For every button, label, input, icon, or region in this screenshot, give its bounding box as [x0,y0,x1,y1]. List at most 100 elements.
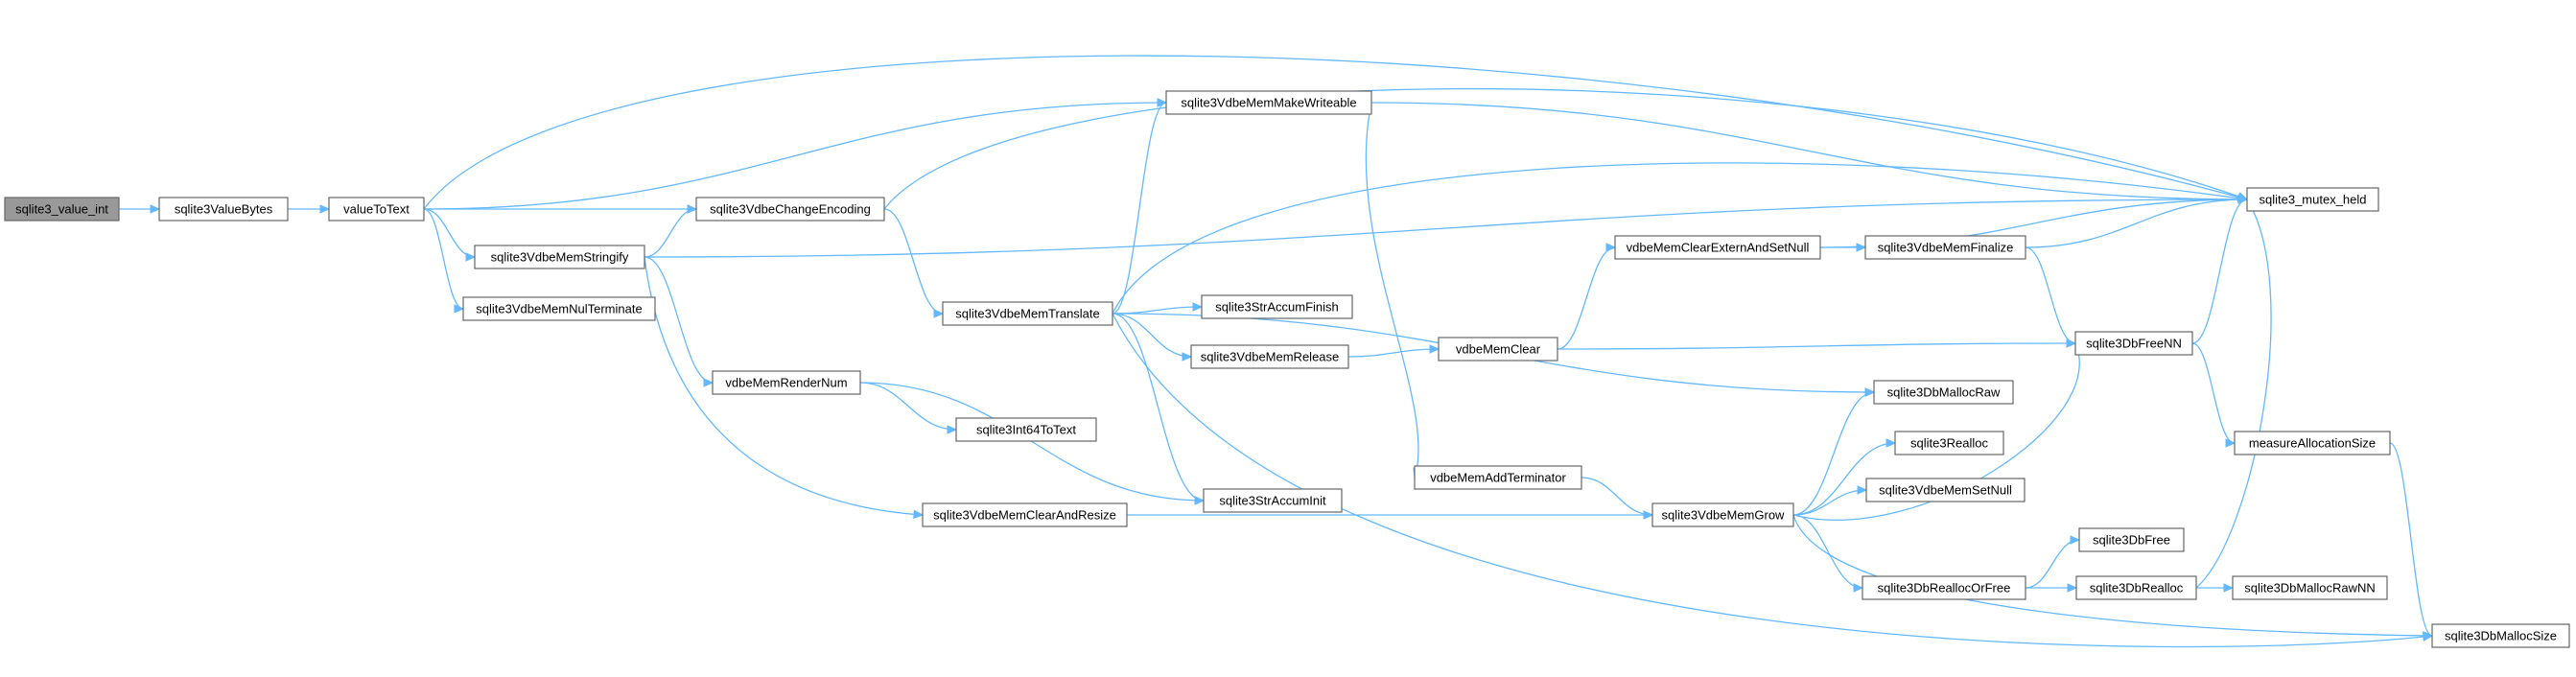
edge-line [2191,342,2236,444]
node-sqlite3DbMallocRawNN[interactable]: sqlite3DbMallocRawNN [2232,575,2388,600]
node-sqlite3Realloc[interactable]: sqlite3Realloc [1894,431,2004,455]
node-box[interactable] [462,296,656,321]
node-box[interactable] [2234,431,2391,455]
node-box[interactable] [1190,344,1349,369]
edge-line [1792,514,1863,589]
node-vdbeMemClear[interactable]: vdbeMemClear [1438,337,1558,362]
node-box[interactable] [695,197,885,222]
edge-sqlite3VdbeChangeEncoding-to-sqlite3VdbeMemTranslate [883,208,945,318]
edge-line [1112,306,1203,315]
node-box[interactable] [1203,488,1343,513]
node-label: sqlite3DbMallocRaw [1887,385,2001,399]
node-box[interactable] [474,245,645,269]
node-sqlite3StrAccumFinish[interactable]: sqlite3StrAccumFinish [1201,294,1353,319]
node-box[interactable] [4,197,120,222]
node-label: sqlite3_value_int [15,201,108,216]
node-box[interactable] [955,417,1097,442]
edge-measureAllocationSize-to-sqlite3DbMallocSize [2389,442,2434,641]
edge-sqlite3VdbeMemFinalize-to-sqlite3_mutex_held [2025,195,2249,248]
edge-line [2025,539,2080,589]
edge-line [1365,102,1419,479]
edge-sqlite3VdbeMemGrow-to-sqlite3Realloc [1792,438,1897,516]
node-sqlite3VdbeMemGrow[interactable]: sqlite3VdbeMemGrow [1651,502,1794,527]
edge-sqlite3DbReallocOrFree-to-sqlite3DbRealloc [2026,583,2078,593]
node-vdbeMemRenderNum[interactable]: vdbeMemRenderNum [712,370,861,395]
node-box[interactable] [922,502,1128,527]
edge-sqlite3VdbeMemFinalize-to-sqlite3DbFreeNN [2025,246,2077,348]
edge-line [1557,246,1616,350]
edge-line [1581,477,1653,516]
node-sqlite3VdbeMemFinalize[interactable]: sqlite3VdbeMemFinalize [1864,235,2026,260]
edge-line [1112,313,1205,502]
node-box[interactable] [1651,502,1794,527]
edge-sqlite3ValueBytes-to-valueToText [288,204,331,214]
node-vdbeMemClearExternAndSetNull[interactable]: vdbeMemClearExternAndSetNull [1614,235,1821,260]
node-vdbeMemAddTerminator[interactable]: vdbeMemAddTerminator [1414,465,1582,490]
node-sqlite3DbReallocOrFree[interactable]: sqlite3DbReallocOrFree [1862,575,2026,600]
node-measureAllocationSize[interactable]: measureAllocationSize [2234,431,2391,455]
node-label: vdbeMemClear [1456,341,1541,356]
edge-sqlite3VdbeMemRelease-to-vdbeMemClear [1347,344,1440,358]
node-box[interactable] [1864,235,2026,260]
node-label: valueToText [343,201,410,216]
node-sqlite3VdbeMemNulTerminate[interactable]: sqlite3VdbeMemNulTerminate [462,296,656,321]
node-box[interactable] [2246,187,2379,212]
node-box[interactable] [2431,623,2570,648]
node-box[interactable] [1201,294,1353,319]
node-box[interactable] [1865,478,2026,502]
node-label: sqlite3ValueBytes [175,201,273,216]
node-sqlite3VdbeMemRelease[interactable]: sqlite3VdbeMemRelease [1190,344,1349,369]
node-box[interactable] [1414,465,1582,490]
node-sqlite3StrAccumInit[interactable]: sqlite3StrAccumInit [1203,488,1343,513]
node-sqlite3VdbeMemStringify[interactable]: sqlite3VdbeMemStringify [474,245,645,269]
node-box[interactable] [942,301,1113,326]
node-sqlite3DbFree[interactable]: sqlite3DbFree [2078,527,2185,552]
edge-vdbeMemClearExternAndSetNull-to-sqlite3VdbeMemFinalize [1819,243,1867,252]
node-label: vdbeMemRenderNum [725,375,847,389]
node-box[interactable] [1614,235,1821,260]
node-box[interactable] [1165,90,1372,115]
node-sqlite3ValueBytes[interactable]: sqlite3ValueBytes [158,197,289,222]
edge-line [1792,391,1875,516]
node-sqlite3VdbeMemTranslate[interactable]: sqlite3VdbeMemTranslate [942,301,1113,326]
edge-line [1792,514,2433,637]
node-sqlite3DbFreeNN[interactable]: sqlite3DbFreeNN [2074,331,2193,356]
node-sqlite3VdbeMemSetNull[interactable]: sqlite3VdbeMemSetNull [1865,478,2026,502]
edge-arrowhead [319,204,331,214]
node-box[interactable] [1873,380,2014,405]
call-graph-nodes: sqlite3_value_int sqlite3ValueBytes valueT… [4,90,2570,648]
node-box[interactable] [2078,527,2185,552]
node-sqlite3_mutex_held[interactable]: sqlite3_mutex_held [2246,187,2379,212]
edge-sqlite3DbRealloc-to-sqlite3_mutex_held [2195,198,2272,589]
node-sqlite3Int64ToText[interactable]: sqlite3Int64ToText [955,417,1097,442]
edge-line [1347,348,1440,358]
node-box[interactable] [158,197,289,222]
node-label: sqlite3_mutex_held [2259,192,2366,206]
node-sqlite3VdbeMemMakeWriteable[interactable]: sqlite3VdbeMemMakeWriteable [1165,90,1372,115]
node-box[interactable] [2074,331,2193,356]
node-sqlite3DbMallocSize[interactable]: sqlite3DbMallocSize [2431,623,2570,648]
node-box[interactable] [2232,575,2388,600]
node-box[interactable] [2075,575,2197,600]
node-sqlite3DbMallocRaw[interactable]: sqlite3DbMallocRaw [1873,380,2014,405]
node-box[interactable] [712,370,861,395]
node-valueToText[interactable]: valueToText [328,197,425,222]
node-sqlite3_value_int[interactable]: sqlite3_value_int [4,197,120,222]
edge-line [1792,442,1896,516]
edge-arrowhead [2070,535,2081,545]
node-box[interactable] [1438,337,1558,362]
node-box[interactable] [328,197,425,222]
edge-line [423,55,2248,210]
node-sqlite3VdbeChangeEncoding[interactable]: sqlite3VdbeChangeEncoding [695,197,885,222]
node-sqlite3VdbeMemClearAndResize[interactable]: sqlite3VdbeMemClearAndResize [922,502,1128,527]
edge-sqlite3DbRealloc-to-sqlite3DbMallocRawNN [2196,583,2235,593]
node-label: sqlite3DbFree [2093,532,2170,547]
node-box[interactable] [1862,575,2026,600]
edge-arrowhead [2066,338,2077,348]
node-sqlite3DbRealloc[interactable]: sqlite3DbRealloc [2075,575,2197,600]
edge-line [1112,313,1192,358]
edge-sqlite3VdbeMemTranslate-to-sqlite3StrAccumFinish [1112,302,1204,315]
node-label: sqlite3Realloc [1910,435,1988,450]
node-label: sqlite3VdbeMemNulTerminate [476,301,642,315]
node-box[interactable] [1894,431,2004,455]
